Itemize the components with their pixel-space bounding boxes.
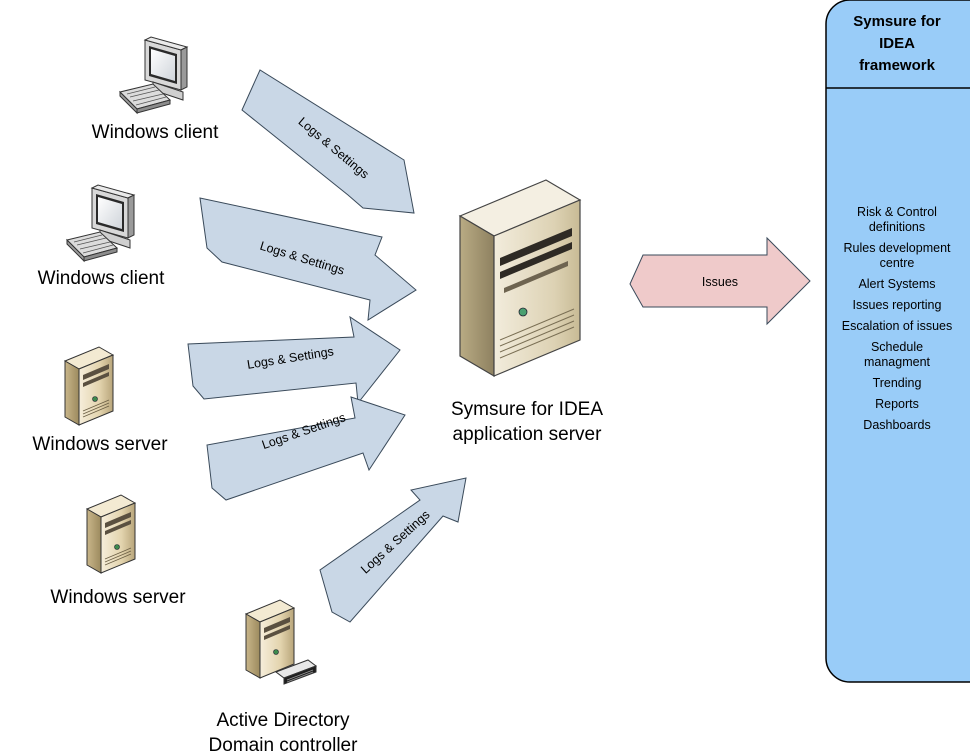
desktop-computer-icon	[119, 36, 189, 115]
framework-item-4-line-1: Issues reporting	[853, 298, 942, 312]
framework-item-5-line-1: Escalation of issues	[842, 319, 952, 333]
framework-item-9-line-1: Dashboards	[863, 418, 930, 432]
domain-controller-server-icon	[244, 599, 318, 685]
framework-item-6-line-2: managment	[864, 355, 931, 369]
large-tower-server-icon	[458, 179, 582, 378]
logs-arrows-group	[187, 69, 467, 623]
framework-item-3: Alert Systems	[858, 277, 935, 291]
app-server-label-line2: application server	[453, 424, 603, 445]
issues-arrow-label: Issues	[702, 275, 738, 289]
framework-item-8-line-1: Reports	[875, 397, 919, 411]
windows-server-label-2: Windows server	[50, 587, 186, 608]
logs-arrow-server2	[206, 396, 406, 501]
framework-panel: Symsure for IDEA framework Risk & Contro…	[825, 0, 970, 683]
framework-item-3-line-1: Alert Systems	[858, 277, 935, 291]
framework-panel-box	[825, 0, 970, 683]
framework-item-7-line-1: Trending	[873, 376, 922, 390]
logs-arrow-client1	[241, 69, 415, 214]
framework-item-9: Dashboards	[863, 418, 930, 432]
framework-item-2-line-1: Rules development	[843, 241, 951, 255]
framework-item-1-line-1: Risk & Control	[857, 205, 937, 219]
domain-controller-label-line2: Domain controller	[209, 735, 359, 756]
framework-item-8: Reports	[875, 397, 919, 411]
windows-server-label-1: Windows server	[32, 434, 168, 455]
tower-server-icon	[85, 494, 137, 574]
framework-item-6-line-1: Schedule	[871, 340, 923, 354]
framework-panel-title-line1: Symsure for	[853, 13, 941, 30]
framework-panel-title-line2: IDEA	[879, 35, 915, 52]
windows-client-label-1: Windows client	[92, 122, 219, 143]
framework-item-2-line-2: centre	[880, 256, 915, 270]
windows-client-label-2: Windows client	[38, 268, 165, 289]
framework-item-5: Escalation of issues	[842, 319, 952, 333]
domain-controller-label-line1: Active Directory	[216, 710, 350, 731]
tower-server-icon	[63, 346, 115, 426]
framework-item-1-line-2: definitions	[869, 220, 925, 234]
desktop-computer-icon	[66, 184, 136, 263]
framework-panel-title-line3: framework	[859, 57, 936, 74]
logs-arrow-domain-controller	[319, 477, 467, 623]
logs-arrow-client2	[199, 197, 417, 321]
framework-item-4: Issues reporting	[853, 298, 942, 312]
framework-item-7: Trending	[873, 376, 922, 390]
issues-arrow	[629, 236, 811, 326]
app-server-label-line1: Symsure for IDEA	[451, 399, 603, 420]
